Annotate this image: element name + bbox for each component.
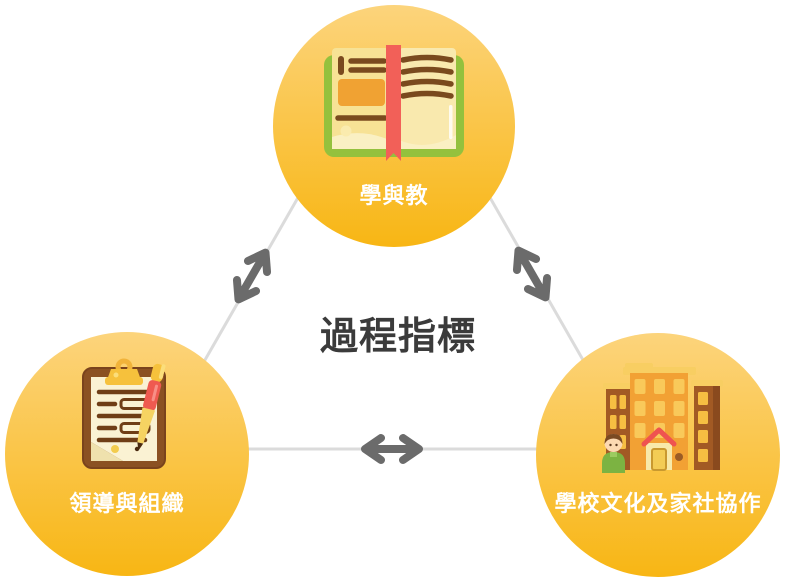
- paper-dot: [111, 445, 119, 453]
- book-margin-bar: [338, 56, 344, 75]
- node-leadership-and-organization: 領導與組織: [5, 332, 249, 576]
- node-school-culture-home-community: 學校文化及家社協作: [536, 333, 780, 577]
- book-page-dot: [340, 125, 352, 137]
- book-image-block: [338, 79, 385, 106]
- double-arrow-bottom: [361, 434, 423, 464]
- school-building-icon: [602, 363, 723, 473]
- paper-field-box: [119, 422, 151, 434]
- node-learning-and-teaching: 學與教: [273, 5, 515, 247]
- bookmark-ribbon: [386, 45, 401, 161]
- node-label-school-culture-home-community: 學校文化及家社協作: [554, 491, 762, 516]
- open-book-icon: [324, 45, 464, 161]
- entrance-house: [641, 427, 677, 471]
- clipboard-pen-icon: [82, 358, 166, 469]
- double-arrow-top-right: [512, 246, 552, 302]
- node-label-leadership-and-organization: 領導與組織: [69, 491, 185, 516]
- page-highlight: [449, 105, 453, 139]
- node-label-learning-and-teaching: 學與教: [359, 183, 429, 208]
- right-building: [691, 380, 723, 470]
- double-arrow-top-left: [232, 248, 272, 304]
- clipboard-clip: [105, 358, 143, 385]
- diagram-title: 過程指標: [319, 316, 476, 358]
- paper-text-lines: [96, 389, 152, 443]
